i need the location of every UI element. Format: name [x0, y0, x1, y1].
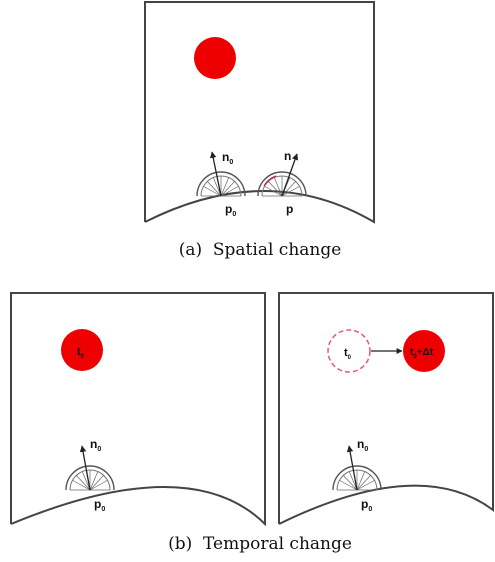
hemisphere-p0-b-left: [65, 445, 115, 491]
scene-frame-b-right: [278, 292, 494, 525]
hemisphere-p0-b-right: [332, 445, 382, 491]
scene-frame-a: [144, 1, 375, 224]
label-n-a: n: [284, 149, 291, 163]
label-p0-b-right: p0: [361, 497, 372, 513]
caption-temporal-change: (b) Temporal change: [168, 534, 352, 554]
label-p0-b-left: p0: [94, 497, 105, 513]
light-source-a: [194, 37, 236, 79]
panel-spatial-change: n0 n p0 p: [144, 1, 375, 224]
label-t0-left: t0: [77, 346, 85, 360]
hemisphere-p-a: [257, 153, 307, 197]
label-n0-b-left: n0: [90, 437, 101, 453]
scene-frame-b-left: [10, 292, 266, 527]
label-n0-a: n0: [222, 150, 233, 166]
caption-spatial-change: (a) Spatial change: [178, 240, 342, 260]
hemisphere-p0-a: [196, 151, 246, 197]
light-source-previous: [327, 329, 371, 373]
label-p0-a: p0: [225, 202, 236, 218]
light-source-b-left: [61, 329, 103, 371]
label-t0-delta: t0+Δt: [410, 347, 434, 360]
light-source-current: [403, 330, 445, 372]
label-n0-b-right: n0: [357, 437, 368, 453]
panel-temporal-t0-delta: t0 t0+Δt n0 p0: [278, 292, 494, 525]
panel-temporal-t0: t0 n0 p0: [10, 292, 266, 527]
label-t0-right: t0: [344, 347, 352, 361]
label-p-a: p: [286, 202, 293, 216]
